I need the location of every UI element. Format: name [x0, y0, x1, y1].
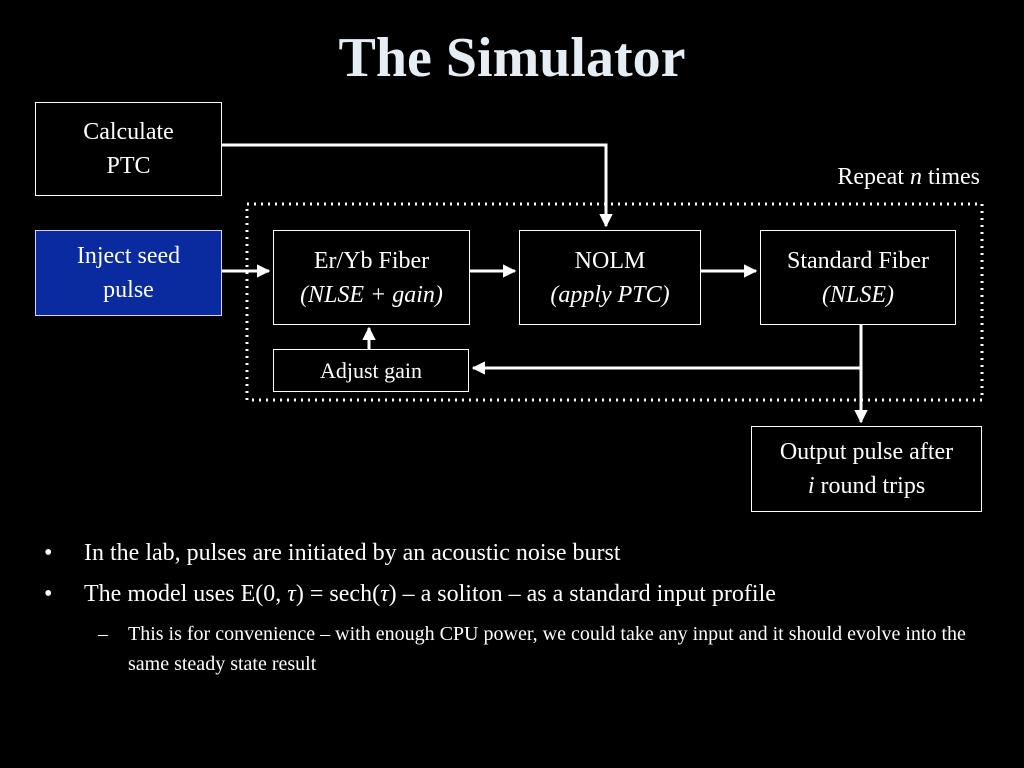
bullet-list: • In the lab, pulses are initiated by an…: [40, 537, 1000, 679]
bullet-text: In the lab, pulses are initiated by an a…: [84, 540, 621, 566]
calculate-ptc-line2: PTC: [106, 153, 151, 179]
adjust-gain-box: Adjust gain: [273, 349, 469, 392]
er-yb-fiber-line2: (NLSE + gain): [300, 281, 443, 308]
bullet-text: The model uses E(0, τ) = sech(τ) – a sol…: [84, 581, 776, 607]
inject-seed-line1: Inject seed: [76, 243, 181, 269]
page-title: The Simulator: [338, 27, 686, 89]
sub-bullet-item: – This is for convenience – with enough …: [40, 619, 1000, 679]
arrow-std-to-gain: [471, 325, 863, 375]
bullet-text-part: ) = sech(: [295, 581, 381, 607]
calculate-ptc-box: Calculate PTC: [35, 102, 222, 196]
er-yb-fiber-line1: Er/Yb Fiber: [313, 247, 430, 274]
round-trip-text: round trips: [814, 473, 926, 499]
nolm-box: NOLM (apply PTC): [519, 230, 701, 325]
bullet-item: • The model uses E(0, τ) = sech(τ) – a s…: [40, 578, 1000, 610]
sub-bullet-text: This is for convenience – with enough CP…: [128, 623, 966, 675]
round-trip-var: i: [807, 473, 815, 499]
standard-fiber-line2: (NLSE): [822, 281, 894, 308]
bullet-item: • In the lab, pulses are initiated by an…: [40, 537, 1000, 569]
arrow-calc-to-nolm: [222, 143, 613, 228]
repeat-var: n: [910, 164, 922, 190]
tau-symbol: τ: [287, 581, 296, 607]
output-pulse-line1: Output pulse after: [779, 439, 954, 465]
output-pulse-box: Output pulse after i round trips: [751, 426, 982, 512]
bullet-text-part: The model uses E(0,: [84, 581, 288, 607]
standard-fiber-box: Standard Fiber (NLSE): [760, 230, 956, 325]
bullet-text-part: ) – a soliton – as a standard input prof…: [388, 581, 776, 607]
er-yb-fiber-box: Er/Yb Fiber (NLSE + gain): [273, 230, 470, 325]
repeat-label: Repeat n times: [800, 161, 980, 193]
nolm-line1: NOLM: [574, 247, 646, 274]
standard-fiber-line1: Standard Fiber: [787, 247, 929, 274]
sub-bullet-marker: –: [98, 623, 108, 645]
bullet-marker: •: [44, 540, 53, 566]
nolm-line2: (apply PTC): [550, 281, 670, 308]
inject-seed-line2: pulse: [103, 277, 154, 303]
repeat-suffix: times: [922, 164, 980, 190]
output-pulse-line2: i round trips: [808, 469, 925, 503]
calculate-ptc-line1: Calculate: [83, 119, 174, 145]
bullet-marker: •: [44, 581, 53, 607]
inject-seed-pulse-box: Inject seed pulse: [35, 230, 222, 316]
tau-symbol: τ: [380, 581, 389, 607]
adjust-gain-label: Adjust gain: [319, 357, 423, 383]
repeat-prefix: Repeat: [837, 164, 910, 190]
